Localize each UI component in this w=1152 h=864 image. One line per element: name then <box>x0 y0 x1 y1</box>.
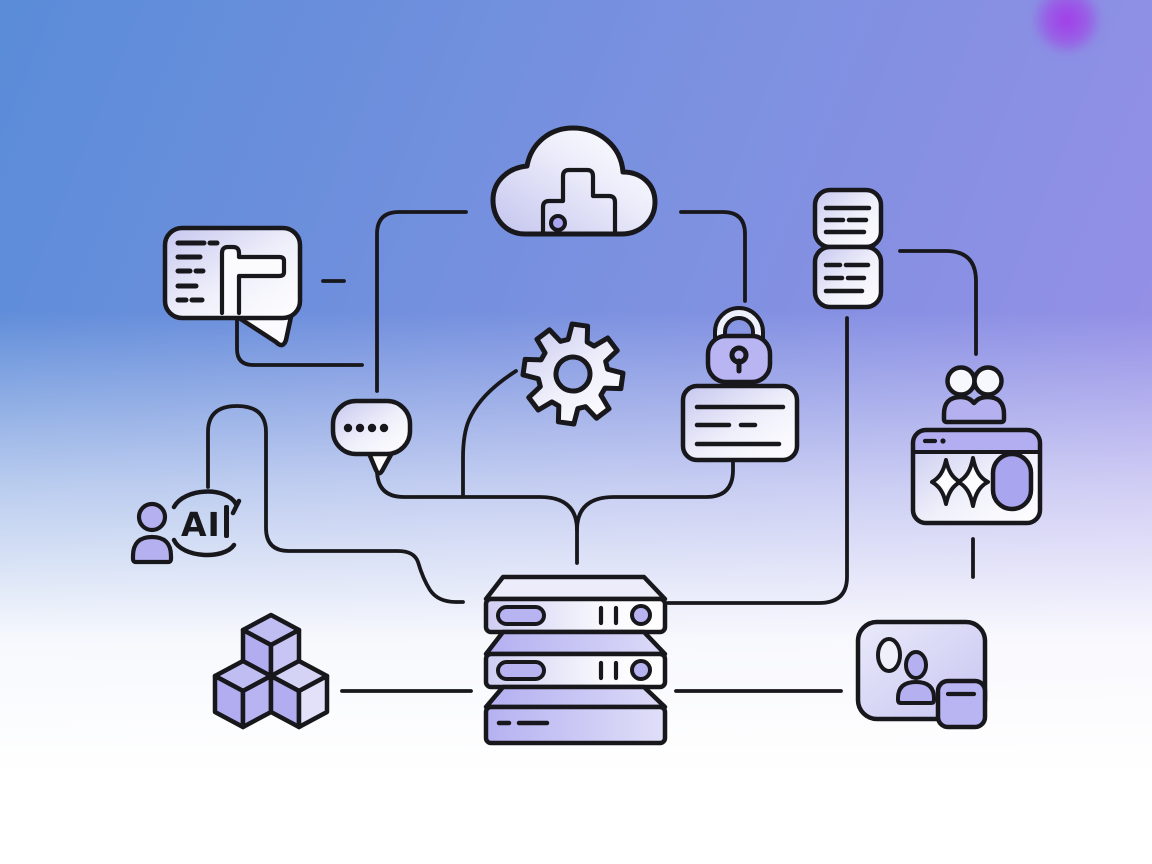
ai-cursor-tick <box>230 498 242 516</box>
cloud-dot <box>549 214 567 232</box>
chat-window-icon <box>162 225 303 348</box>
server-tier1-led <box>630 604 652 626</box>
media-overlay-tile <box>935 678 988 730</box>
server-tier3-top <box>483 684 668 710</box>
connector-cloud-right <box>679 210 747 303</box>
chat-bubble-icon <box>330 398 413 476</box>
server-tier1-ticks <box>598 605 619 626</box>
media-card-icon <box>855 619 988 730</box>
server-stack-icon <box>483 574 668 746</box>
connector-cards-to-server <box>666 316 849 605</box>
lock-icon <box>705 306 773 385</box>
connector-funnel-right <box>575 459 735 532</box>
cloud-shape <box>490 125 658 237</box>
credential-card-lines <box>694 404 786 447</box>
cubes-icon <box>212 612 330 730</box>
server-tier3-front <box>483 704 668 746</box>
waveform-star-left <box>930 458 962 506</box>
user-head-right <box>972 365 1004 397</box>
server-tier1-slot <box>496 605 546 626</box>
ai-text-cursor <box>224 505 229 538</box>
server-tier2-led <box>630 659 652 681</box>
cube-bottom-right <box>268 658 330 730</box>
browser-frame <box>910 427 1043 526</box>
connector-cloud-left <box>375 210 468 393</box>
gear-body <box>520 321 626 427</box>
chat-bubble-dots <box>343 423 389 433</box>
cloud-icon <box>490 125 658 237</box>
server-tier2-ticks <box>598 660 619 681</box>
user-group-body <box>941 394 1007 425</box>
chat-bubble-tail <box>365 448 396 476</box>
flag-icon <box>219 244 287 316</box>
connector-ai-arch <box>206 404 465 604</box>
ai-label: AI <box>181 505 221 544</box>
server-tier1-top <box>483 574 668 602</box>
voice-browser-icon <box>910 427 1043 526</box>
gear-icon <box>520 321 626 427</box>
connector-lines <box>206 210 978 693</box>
browser-titlebar-dot <box>940 438 946 444</box>
browser-titlebar <box>913 430 1040 452</box>
media-person-body <box>896 680 936 705</box>
connector-gear-branch <box>461 369 518 497</box>
server-tier2-top <box>483 629 668 657</box>
server-tier2-slot <box>496 660 546 681</box>
connector-cards-to-users <box>898 249 978 356</box>
credential-card-icon <box>680 383 800 463</box>
connector-chat-to-center <box>235 316 364 367</box>
lock-shackle-inner <box>717 310 761 341</box>
ai-user-icon: AI <box>130 489 242 565</box>
person-head <box>136 501 168 533</box>
ai-circle-arcs <box>171 489 242 558</box>
chat-window-text-lines <box>175 240 220 303</box>
user-head-left <box>945 365 977 397</box>
media-person-head <box>904 650 928 680</box>
media-card-oval <box>876 637 902 673</box>
person-body <box>130 534 174 565</box>
waveform-star-right <box>956 456 990 508</box>
user-group-icon <box>941 365 1007 425</box>
document-card-lines <box>823 205 872 294</box>
connector-funnel-left <box>375 464 579 565</box>
cube-bottom-left <box>212 658 274 730</box>
document-cards-icon <box>812 187 884 310</box>
browser-pill <box>990 451 1034 512</box>
cloud-blocks <box>540 167 618 237</box>
